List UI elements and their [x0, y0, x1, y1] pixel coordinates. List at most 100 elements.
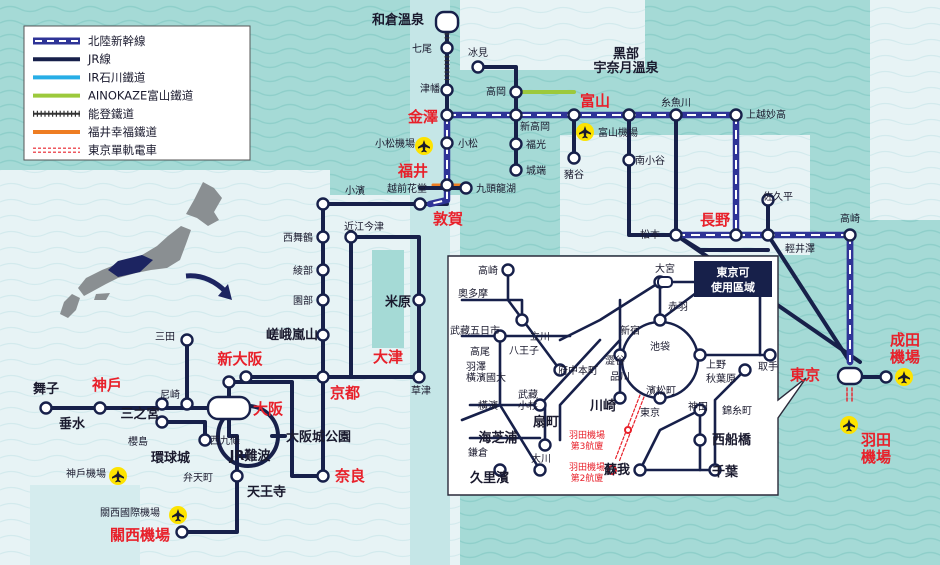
station-dot-18	[413, 197, 427, 211]
station-label-himi: 冰見	[468, 46, 488, 59]
station-label-tarumi: 垂水	[59, 416, 86, 432]
stations	[39, 10, 893, 539]
airplane-icon-kobe-shape	[112, 470, 124, 483]
station-label-tennoji: 天王寺	[247, 484, 286, 500]
station-label-i_tokyo: 東京	[640, 406, 660, 419]
station-label-i_chiba: 千葉	[712, 464, 739, 480]
station-label-narita-line1: 機場	[890, 348, 920, 366]
station-dot-53	[493, 463, 507, 477]
station-label-sannomiya-line0: 三之宮	[120, 406, 159, 422]
station-dot-49	[493, 329, 507, 343]
station-label-inotani-line0: 豬谷	[564, 168, 584, 181]
station-label-kansai_ap_small: 關西國際機場	[100, 506, 160, 519]
station-label-i_ueno-line0: 上野	[706, 359, 726, 371]
station-haneda-t3	[624, 426, 632, 434]
station-label-jrnamba: JR難波	[229, 448, 272, 464]
station-label-minamiotari-line0: 南小谷	[635, 154, 665, 167]
station-label-i_tokyo-line0: 東京	[640, 406, 660, 419]
legend-label-jr: JR線	[87, 52, 111, 66]
station-label-komatsu-line0: 小松	[458, 137, 478, 150]
station-dot-50	[553, 363, 567, 377]
station-dot-33	[93, 401, 107, 415]
station-dot-3	[440, 108, 454, 122]
station-label-matsumoto-line0: 松本	[640, 228, 660, 241]
station-label-saga-line0: 嵯峨嵐山	[266, 327, 318, 343]
station-label-i_okawa: 大川	[531, 452, 551, 465]
station-label-i_ogimachi-line0: 扇町	[533, 414, 559, 430]
legend-label-fukui: 福井幸福鐵道	[88, 125, 157, 139]
legend-label-shinkansen: 北陸新幹線	[88, 34, 146, 48]
station-dot-42	[761, 228, 775, 242]
station-label-kobe_ap-line0: 神戶機場	[66, 467, 106, 480]
legend-label-ir: IR石川鐵道	[88, 70, 146, 84]
station-label-toyama: 富山	[580, 92, 610, 110]
station-label-wakura: 和倉溫泉	[372, 12, 425, 28]
station-dot-16	[440, 178, 454, 192]
station-dot-20	[316, 197, 330, 211]
station-label-i_ueno: 上野	[706, 359, 726, 371]
station-label-ayabe: 綾部	[293, 264, 313, 277]
station-label-i_chiba-line0: 千葉	[712, 464, 739, 480]
station-dot-59	[653, 391, 667, 405]
station-dot-35	[198, 433, 212, 447]
station-dot-29	[180, 333, 194, 347]
station-label-i_haneda2-line0: 羽田機場	[569, 461, 605, 473]
airports	[109, 123, 913, 524]
station-label-kobe-line0: 神戶	[92, 376, 122, 394]
station-label-sonobe-line0: 園部	[293, 294, 313, 307]
legend-label-noto: 能登鐵道	[88, 107, 134, 121]
station-dot-32	[155, 415, 169, 429]
station-dot-12	[622, 108, 636, 122]
station-label-i_kanda-line0: 神田	[688, 400, 708, 413]
station-label-kusatsu-line0: 草津	[411, 385, 431, 397]
station-label-kansai_ap: 關西機場	[110, 526, 170, 544]
station-label-sonobe: 園部	[293, 294, 313, 307]
station-label-omiimazu-line0: 近江今津	[344, 220, 384, 233]
station-label-i_musashi-line0: 武藏五日市	[450, 324, 500, 337]
station-label-i_hamura-line0: 羽澤	[466, 361, 486, 373]
curved-arrow-icon	[185, 273, 228, 294]
station-label-i_kanda: 神田	[688, 400, 708, 413]
shinkansen-hokuriku-south-dash	[429, 115, 448, 205]
station-label-shintakaoka: 新高岡	[520, 120, 550, 133]
station-label-i_takao: 高尾	[470, 345, 490, 358]
station-dot-39	[175, 525, 189, 539]
station-label-amagasaki: 尼崎	[160, 388, 180, 401]
station-label-kobe_ap: 神戶機場	[66, 467, 106, 480]
airplane-icon-narita-shape	[898, 371, 910, 384]
interchange-tokyo	[836, 366, 864, 386]
station-label-i_fuchu: 府中本町	[558, 364, 598, 377]
station-label-tokyo: 東京	[790, 366, 820, 384]
station-dot-31	[155, 397, 169, 411]
station-label-otsu: 大津	[373, 348, 403, 366]
station-label-i_kosugi: 武藏小杉	[518, 388, 538, 412]
station-label-i_soga: 蘇我	[603, 462, 630, 478]
station-label-i_shibuya: 澀谷	[605, 355, 625, 367]
station-dot-57	[613, 348, 627, 362]
line-kosei-biwako	[349, 235, 421, 379]
station-label-i_hamamatsucho: 濱松町	[646, 384, 676, 397]
station-dot-21	[316, 230, 330, 244]
station-dot-65	[633, 463, 647, 477]
station-label-i_kosugi-line1: 小杉	[518, 399, 538, 412]
station-label-i_shibuya-line0: 澀谷	[605, 355, 625, 367]
station-dot-36	[222, 375, 236, 389]
station-dot-61	[738, 363, 752, 377]
station-dot-37	[230, 469, 244, 483]
station-dot-43	[761, 193, 775, 207]
station-label-i_takasaki-line0: 高崎	[478, 264, 498, 277]
station-label-jrnamba-line0: JR難波	[229, 448, 272, 464]
station-dot-34	[39, 401, 53, 415]
station-label-osakajo-line0: 大阪城公園	[286, 429, 351, 445]
station-label-minamiotari: 南小谷	[635, 154, 665, 167]
station-label-narita: 成田機場	[890, 331, 920, 366]
station-label-komatsu_ap-line0: 小松機場	[375, 137, 415, 150]
station-label-i_hamamatsucho-line0: 濱松町	[646, 384, 676, 397]
station-label-i_hachioji-line0: 八王子	[509, 345, 539, 357]
station-label-kanazawa-line0: 金澤	[407, 108, 438, 126]
station-label-nishimaizuru-line0: 西舞鶴	[283, 231, 313, 244]
station-label-kyoto: 京都	[330, 384, 360, 402]
station-label-i_kinshicho-line0: 錦糸町	[722, 404, 752, 417]
station-label-obama-line0: 小濱	[345, 184, 365, 197]
